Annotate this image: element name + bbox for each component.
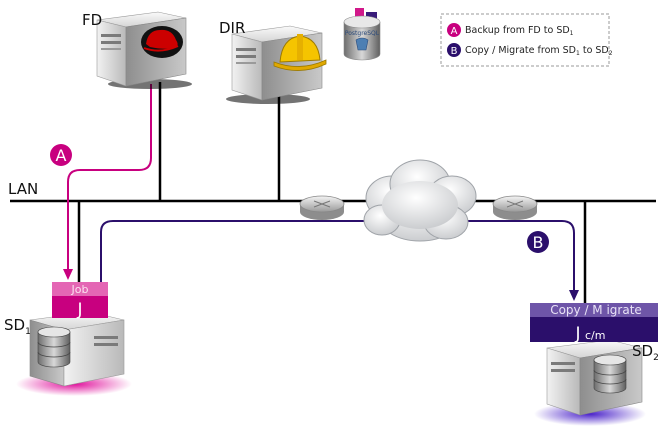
router-left-icon [299, 195, 345, 220]
copy-migrate-glyph: J [574, 324, 580, 344]
fd-label: FD [82, 11, 102, 29]
postgresql-label: PostgreSQL [345, 30, 380, 37]
job-box: Job J [52, 282, 108, 320]
sd2-disk-icon [593, 354, 627, 394]
fd-server: FD [82, 11, 192, 89]
copy-migrate-title: Copy / M igrate [550, 303, 642, 317]
job-box-title: Job [71, 283, 89, 296]
network-wiring [10, 82, 656, 304]
sd1-label: SD1 [4, 316, 31, 337]
dir-server: DIR PostgreSQL [219, 8, 381, 104]
sd1-disk-icon [37, 326, 71, 368]
path-b: B [100, 220, 579, 301]
hardhat-icon [273, 34, 327, 71]
path-b-line [100, 220, 575, 292]
svg-text:A: A [56, 146, 67, 165]
wan-cloud-icon [363, 159, 477, 242]
postgresql-db-icon: PostgreSQL [343, 8, 381, 61]
path-a-line [67, 84, 152, 272]
legend-item-a: A Backup from FD to SD1 [447, 23, 574, 37]
svg-text:Backup from FD to SD1: Backup from FD to SD1 [465, 25, 574, 37]
job-box-glyph: J [76, 300, 82, 320]
lan-label: LAN [8, 180, 38, 198]
legend-item-b: B Copy / Migrate from SD1 to SD2 [447, 43, 613, 57]
path-b-badge: B [527, 231, 549, 253]
copy-migrate-glyph-sub: c/m [585, 329, 605, 342]
redhat-logo-icon [141, 26, 183, 58]
legend: A Backup from FD to SD1 B Copy / Migrate… [440, 13, 613, 67]
path-b-arrowhead [569, 290, 579, 301]
sd2-server: SD2 [534, 339, 659, 426]
sd2-label: SD2 [632, 342, 659, 363]
path-a: A [50, 84, 152, 280]
svg-text:B: B [451, 46, 458, 57]
copy-migrate-box: Copy / M igrate J c/m [530, 303, 658, 344]
path-a-arrowhead [63, 269, 73, 280]
router-right-icon [492, 195, 538, 220]
dir-label: DIR [219, 19, 245, 37]
sd1-server: SD1 [4, 311, 132, 396]
path-a-badge: A [50, 144, 72, 166]
svg-text:B: B [533, 233, 544, 252]
svg-text:A: A [451, 26, 458, 37]
svg-text:Copy / Migrate from SD1 to SD2: Copy / Migrate from SD1 to SD2 [465, 45, 613, 57]
